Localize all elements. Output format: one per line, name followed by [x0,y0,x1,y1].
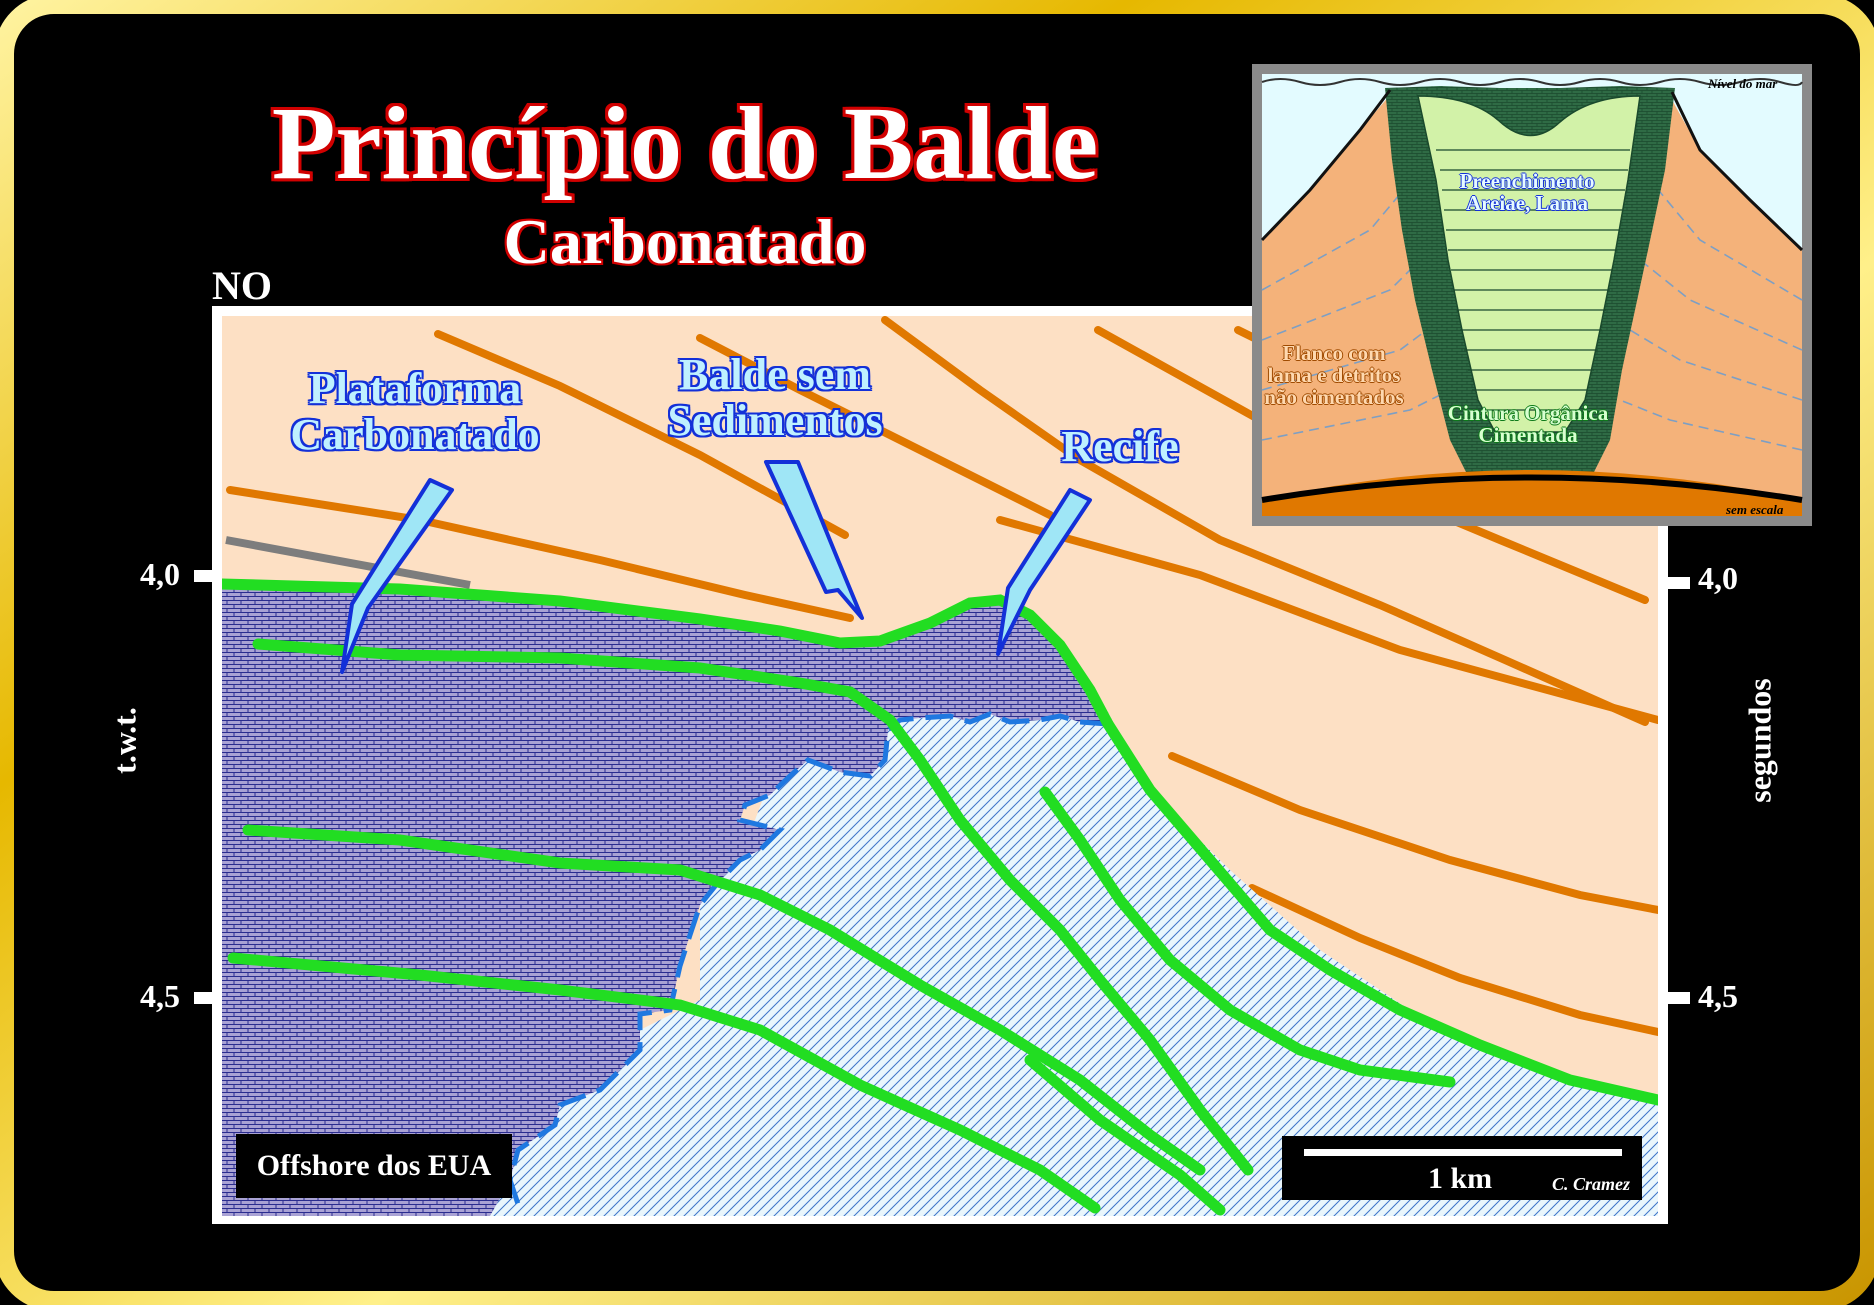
axis-label-left: t.w.t. [106,707,143,774]
gray-reflector [225,536,471,589]
axis-label-right: segundos [1741,678,1778,803]
scale-label: 1 km [1428,1162,1493,1195]
inset-sea-level-line [1261,78,1803,86]
inset-fill [1417,95,1641,433]
inset-fill-label: Preenchimento Areiae, Lama [1459,169,1595,216]
author-credit: C. Cramez [1551,1174,1630,1194]
tick-left-4-0 [194,570,216,582]
tick-right-4-0 [1668,577,1690,589]
tick-left-4-5 [194,992,216,1004]
inset-flank-outline [1260,89,1804,252]
inset-flank-label: Flanco com lama e detritos não cimentado… [1264,341,1404,410]
inset-belt-label: Cintura Orgânica Cimentada [1447,401,1609,448]
callout-platform: Plataforma Carbonatado [290,364,540,460]
callout-arrows [340,460,1092,674]
page-subtitle: Carbonatado [503,206,867,277]
scale-bar [1304,1149,1622,1156]
inset-sea-level-label: Nível do mar [1708,76,1778,91]
tick-label-left-4-5: 4,5 [140,978,180,1014]
callout-bucket: Balde sem Sedimentos [667,350,883,446]
scale-bar-box: 1 km C. Cramez [1282,1136,1642,1200]
axis-ticks [194,570,1690,1004]
bucket-arrow [764,460,864,620]
page-title: Princípio do Balde [271,86,1099,201]
tick-label-right-4-0: 4,0 [1698,560,1738,596]
inset-basement-line [1261,474,1803,503]
tick-right-4-5 [1668,992,1690,1004]
inset-fill-layers [1436,149,1630,411]
region-label: Offshore dos EUA [256,1149,492,1182]
callout-reef: Recife [1061,422,1179,471]
direction-label: NO [212,263,272,308]
reef-arrow [996,488,1092,656]
tick-label-left-4-0: 4,0 [140,556,180,592]
green-reflectors [222,578,1658,1216]
region-label-box: Offshore dos EUA [236,1134,512,1198]
inset-diagram [1252,64,1812,526]
basin-fill [330,712,1658,1216]
tick-label-right-4-5: 4,5 [1698,978,1738,1014]
platform-arrow [340,478,454,674]
inset-no-scale-label: sem escala [1726,502,1784,517]
platform-boundary-dashed [507,711,1109,1211]
